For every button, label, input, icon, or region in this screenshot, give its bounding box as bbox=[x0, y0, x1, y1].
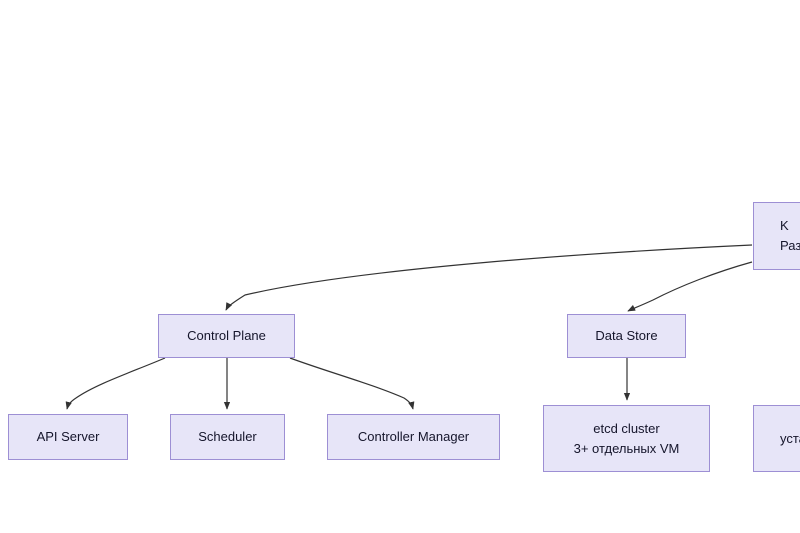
node-label-line: Control Plane bbox=[187, 328, 266, 343]
node-api-server[interactable]: API Server bbox=[8, 414, 128, 460]
node-controller-manager[interactable]: Controller Manager bbox=[327, 414, 500, 460]
edge-control-plane-to-controller-manager bbox=[289, 357, 415, 410]
node-label-line: etcd cluster bbox=[593, 420, 660, 436]
edge-root-to-data-store bbox=[627, 261, 753, 312]
edge-root-to-control-plane bbox=[225, 244, 753, 311]
node-label-line: Раз bbox=[780, 238, 800, 253]
node-label-line: API Server bbox=[36, 429, 100, 444]
node-installation[interactable]: уста bbox=[753, 405, 800, 472]
node-control-plane[interactable]: Control Plane bbox=[158, 314, 295, 358]
node-label-line: Controller Manager bbox=[357, 429, 470, 444]
node-label-line: K bbox=[780, 218, 789, 233]
node-label-line: 3+ отдельных VM bbox=[573, 440, 680, 456]
node-data-store[interactable]: Data Store bbox=[567, 314, 686, 358]
node-scheduler[interactable]: Scheduler bbox=[170, 414, 285, 460]
edge-control-plane-to-api-server bbox=[65, 357, 166, 410]
node-label-line: Scheduler bbox=[198, 429, 257, 444]
node-label-line: уста bbox=[780, 430, 800, 446]
node-kubernetes-root[interactable]: K Раз bbox=[753, 202, 800, 270]
node-label-line: Data Store bbox=[595, 328, 658, 343]
node-etcd-cluster[interactable]: etcd cluster 3+ отдельных VM bbox=[543, 405, 710, 472]
